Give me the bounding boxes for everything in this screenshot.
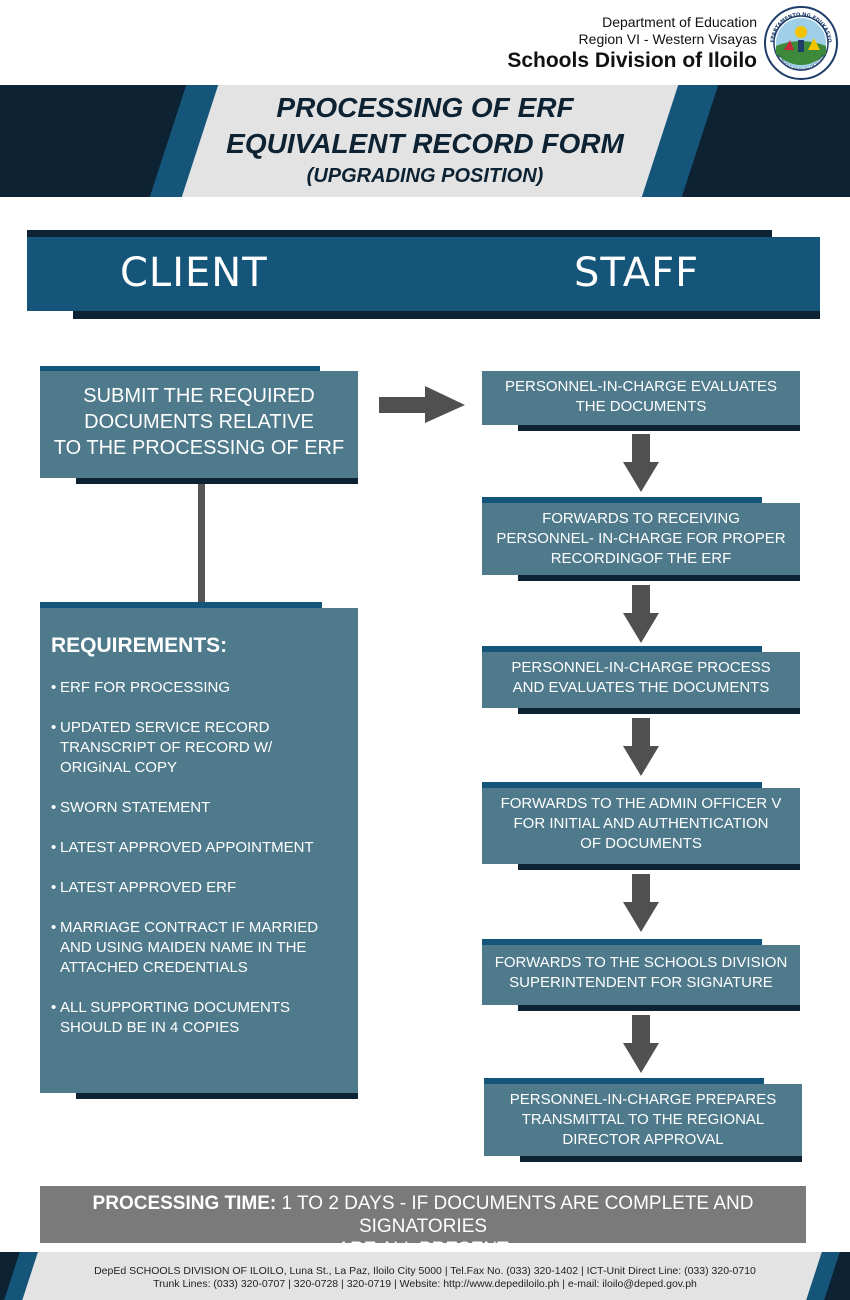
footer-contact: DepEd SCHOOLS DIVISION OF ILOILO, Luna S… [40,1265,810,1291]
staff-step-2: FORWARDS TO RECEIVING PERSONNEL- IN-CHAR… [482,503,800,575]
org-department: Department of Education [602,14,757,30]
requirement-item: ERF FOR PROCESSING [51,678,348,698]
staff-step-6: PERSONNEL-IN-CHARGE PREPARES TRANSMITTAL… [484,1084,802,1156]
title-line-3: (UPGRADING POSITION) [306,165,544,187]
processing-time-label: PROCESSING TIME: [92,1193,277,1214]
requirements-heading: REQUIREMENTS: [51,634,228,657]
org-header: Department of Education Region VI - West… [507,14,757,73]
arrow-down-icon [623,718,659,776]
processing-time-bar: PROCESSING TIME: 1 TO 2 DAYS - IF DOCUME… [40,1186,806,1260]
submit-line: SUBMIT THE REQUIRED [83,385,315,407]
arrow-down-icon [623,434,659,492]
submit-documents-box: SUBMIT THE REQUIRED DOCUMENTS RELATIVE T… [40,371,358,478]
staff-step-4: FORWARDS TO THE ADMIN OFFICER V FOR INIT… [482,788,800,864]
arrow-right-icon [379,386,465,423]
requirement-item: SWORN STATEMENT [51,798,348,818]
footer: DepEd SCHOOLS DIVISION OF ILOILO, Luna S… [0,1252,850,1300]
requirement-item: MARRIAGE CONTRACT IF MARRIED AND USING M… [51,918,348,978]
org-region: Region VI - Western Visayas [578,31,757,47]
arrow-down-icon [623,874,659,932]
footer-address: DepEd SCHOOLS DIVISION OF ILOILO, Luna S… [94,1265,756,1277]
requirement-item: LATEST APPROVED APPOINTMENT [51,838,348,858]
requirement-item: UPDATED SERVICE RECORD TRANSCRIPT OF REC… [51,718,348,778]
staff-step-5: FORWARDS TO THE SCHOOLS DIVISION SUPERIN… [482,945,800,1005]
submit-line: TO THE PROCESSING OF ERF [53,437,345,459]
requirement-item: LATEST APPROVED ERF [51,878,348,898]
client-column-label: CLIENT [120,250,268,296]
processing-time-value: 1 TO 2 DAYS - IF DOCUMENTS ARE COMPLETE … [276,1193,754,1237]
staff-step-3: PERSONNEL-IN-CHARGE PROCESS AND EVALUATE… [482,652,800,708]
connector-line [198,484,205,604]
title-line-1: PROCESSING OF ERF [276,92,574,123]
staff-column-label: STAFF [574,250,700,296]
staff-step-1: PERSONNEL-IN-CHARGE EVALUATES THE DOCUME… [482,371,800,425]
arrow-down-icon [623,585,659,643]
page-title: PROCESSING OF ERF EQUIVALENT RECORD FORM… [160,85,690,197]
footer-trunk-lines: Trunk Lines: (033) 320-0707 | 320-0728 |… [153,1278,697,1290]
requirement-item: ALL SUPPORTING DOCUMENTS SHOULD BE IN 4 … [51,998,348,1038]
deped-seal-icon: DEPARTAMENTO NG EDUKASYON SCHOOLS DIVISI… [764,6,838,80]
submit-line: DOCUMENTS RELATIVE [84,411,314,433]
arrow-down-icon [623,1015,659,1073]
requirements-box: REQUIREMENTS: ERF FOR PROCESSING UPDATED… [40,608,358,1093]
org-division: Schools Division of Iloilo [507,49,757,72]
column-header-bar [27,237,820,311]
title-line-2: EQUIVALENT RECORD FORM [226,128,624,159]
title-banner: PROCESSING OF ERF EQUIVALENT RECORD FORM… [0,85,850,197]
